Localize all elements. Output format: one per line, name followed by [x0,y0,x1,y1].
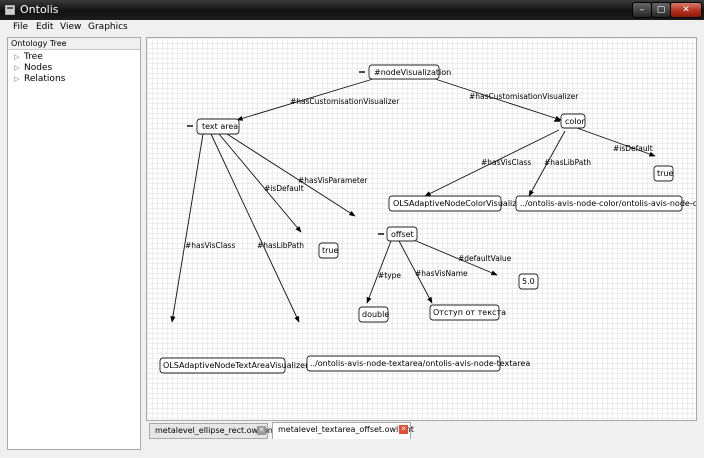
edge-labels: #hasCustomisationVisualizer #hasCustomis… [185,92,653,280]
minimize-button[interactable]: – [632,2,652,18]
node-lib-color[interactable]: ../ontolis-avis-node-color/ontolis-avis-… [515,195,697,212]
edge-label: #isDefault [264,184,304,193]
node-label: OLSAdaptiveNodeTextAreaVisualizer [163,361,309,370]
node-offset[interactable]: offset [386,226,418,242]
ontology-graph[interactable]: #hasCustomisationVisualizer #hasCustomis… [147,38,697,421]
menu-file[interactable]: File [13,22,29,32]
edge-label: #type [378,271,401,280]
title-bar: Ontolis – ▢ ✕ [0,0,704,20]
edge-color-olscolor [424,129,560,197]
node-label: ../ontolis-avis-node-color/ontolis-avis-… [520,199,697,208]
node-label: OLSAdaptiveNodeColorVisualizer [393,199,525,208]
menu-edit[interactable]: Edit [36,22,54,32]
tab-metalevel-textarea-offset[interactable]: metalevel_textarea_offset.owl.ont ✕ [272,422,414,439]
edge-label: #hasCustomisationVisualizer [469,92,579,101]
node-ols-text[interactable]: OLSAdaptiveNodeTextAreaVisualizer [159,357,309,374]
edge-offset-double [366,240,392,304]
edge-textarea-olstext [170,133,204,323]
tab-label: metalevel_ellipse_rect.owl.ont [155,426,276,435]
maximize-button[interactable]: ▢ [651,2,671,18]
edge-nodevis-color [434,78,562,121]
edge-textarea-libtext [210,133,300,323]
node-label: color [565,117,585,126]
edge-offset-otstup [398,240,433,304]
graph-nodes[interactable]: #nodeVisualization text area color true … [159,64,697,374]
node-label: 5.0 [522,277,535,286]
close-tab-icon[interactable]: ✕ [257,426,266,435]
node-label: true [322,246,338,255]
edge-color-true [576,127,656,157]
edge-label: #isDefault [613,144,653,153]
node-otstup[interactable]: Отступ от текста [429,304,506,321]
node-five-zero[interactable]: 5.0 [518,273,539,290]
app-icon [5,5,15,15]
node-label: Отступ от текста [433,308,506,317]
edge-color-libcolor [528,130,566,197]
panel-title: Ontology Tree [8,38,140,50]
graph-canvas[interactable]: #hasCustomisationVisualizer #hasCustomis… [146,37,697,421]
edge-label: #hasVisName [415,269,468,278]
node-color[interactable]: color [560,113,586,129]
expand-arrow-icon[interactable]: ▷ [14,64,20,72]
edge-textarea-truetext [218,133,302,233]
node-label: ../ontolis-avis-node-textarea/ontolis-av… [310,359,530,368]
close-button[interactable]: ✕ [670,2,702,18]
tree-item-label: Relations [24,74,66,84]
node-label: true [657,169,673,178]
edge-textarea-offset [226,133,356,217]
document-tab-bar: metalevel_ellipse_rect.owl.ont ✕ metalev… [146,421,697,439]
edge-label: #hasVisClass [185,241,235,250]
node-label: double [362,310,389,319]
edge-label: #hasVisParameter [298,176,368,185]
tree-item-label: Nodes [24,63,53,73]
tree-item-tree[interactable]: ▷ Tree [8,52,140,63]
close-tab-icon[interactable]: ✕ [399,425,408,434]
tab-metalevel-ellipse-rect[interactable]: metalevel_ellipse_rect.owl.ont ✕ [149,423,276,439]
menu-bar: File Edit View Graphics [0,20,704,36]
expand-arrow-icon[interactable]: ▷ [14,75,20,83]
node-double[interactable]: double [358,306,389,323]
menu-graphics[interactable]: Graphics [88,22,128,32]
node-nodevisualization[interactable]: #nodeVisualization [368,64,451,80]
edge-offset-fivezero [408,237,498,276]
node-textarea[interactable]: text area [196,118,240,135]
ontology-tree-panel: Ontology Tree ▷ Tree ▷ Nodes ▷ Relations [7,37,141,450]
edge-label: #hasVisClass [481,158,531,167]
edge-label: #hasLibPath [544,158,591,167]
tree-item-nodes[interactable]: ▷ Nodes [8,63,140,74]
graph-edges [170,78,656,323]
collapse-markers[interactable] [187,71,560,235]
node-true-text[interactable]: true [318,242,338,259]
node-true-color[interactable]: true [653,165,673,182]
tab-label: metalevel_textarea_offset.owl.ont [278,425,414,434]
tree-item-relations[interactable]: ▷ Relations [8,74,140,85]
edge-label: #hasCustomisationVisualizer [290,97,400,106]
menu-view[interactable]: View [60,22,82,32]
node-label: text area [202,122,238,131]
window-title: Ontolis [20,3,59,16]
edge-nodevis-textarea [236,78,374,121]
edge-label: #defaultValue [458,254,512,263]
node-ols-color[interactable]: OLSAdaptiveNodeColorVisualizer [388,195,525,212]
expand-arrow-icon[interactable]: ▷ [14,53,20,61]
node-lib-text[interactable]: ../ontolis-avis-node-textarea/ontolis-av… [306,355,530,372]
edge-label: #hasLibPath [257,241,304,250]
node-label: offset [391,230,414,239]
tree-item-label: Tree [24,52,43,62]
node-label: #nodeVisualization [374,68,451,77]
